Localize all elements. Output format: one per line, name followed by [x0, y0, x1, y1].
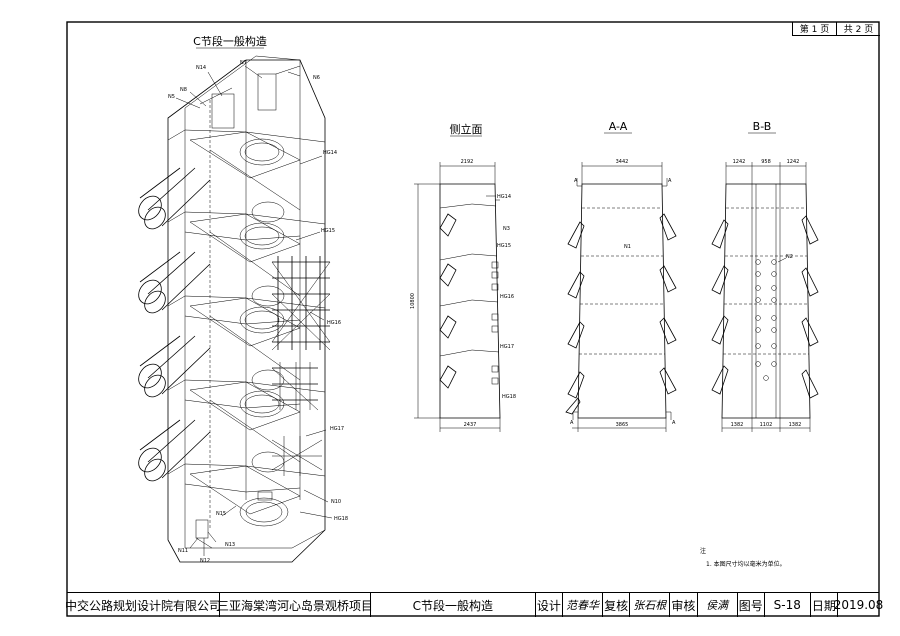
bb-dim-bottom-mid: 1102	[760, 422, 773, 428]
note-heading: 注	[700, 547, 706, 555]
iso-label-hg16: HG16	[327, 320, 341, 326]
section-bb-view: B-B 1242 958 1242	[711, 120, 819, 432]
side-elevation-view: 侧立面 2192	[410, 122, 516, 432]
iso-label-n7: N7	[240, 60, 247, 66]
iso-openings	[239, 138, 289, 527]
title-block: 中交公路规划设计院有限公司 三亚海棠湾河心岛景观桥项目 C节段一般构造 设计 范…	[65, 592, 884, 617]
page-counter: 第 1 页 共 2 页	[792, 22, 880, 36]
side-label-hg16: HG16	[500, 294, 514, 300]
design-signature: 范春华	[563, 593, 603, 617]
aa-anchors	[565, 213, 677, 415]
aa-cut-mark-4: A	[672, 420, 676, 426]
side-stiffeners	[491, 261, 499, 385]
iso-leaders	[175, 65, 333, 556]
aa-cut-mark-3: A	[570, 420, 574, 426]
note-line-1: 1. 本图尺寸均以毫米为单位。	[706, 560, 786, 568]
side-anchors	[439, 213, 457, 389]
bb-dim-bottom-left: 1382	[731, 422, 744, 428]
side-title: 侧立面	[450, 122, 483, 136]
iso-label-hg15: HG15	[321, 228, 335, 234]
iso-label-hg17: HG17	[330, 426, 344, 432]
iso-label-n6: N6	[313, 75, 320, 81]
bb-title: B-B	[753, 120, 772, 133]
bb-dim-top-right: 1242	[787, 159, 800, 165]
drawing-name: C节段一般构造	[371, 593, 536, 617]
iso-label-hg18: HG18	[334, 516, 348, 522]
iso-title: C节段一般构造	[193, 34, 267, 48]
side-label-hg14: HG14	[497, 194, 511, 200]
aa-dim-bottom: 3865	[616, 422, 629, 428]
aa-dim-top: 3442	[616, 159, 629, 165]
side-label-hg15: HG15	[497, 243, 511, 249]
drawing-note: 注 1. 本图尺寸均以毫米为单位。	[700, 547, 786, 568]
iso-stiffener-grid	[271, 256, 331, 476]
iso-label-hg14: HG14	[323, 150, 337, 156]
check-label: 复核	[603, 593, 631, 617]
bb-dim-bottom-right: 1382	[789, 422, 802, 428]
aa-cut-mark-1: A	[574, 178, 578, 184]
aa-cut-mark-2: A	[668, 178, 672, 184]
iso-label-n5: N5	[168, 94, 175, 100]
bb-dim-top-mid: 958	[761, 159, 771, 165]
aa-label-n1: N1	[624, 244, 631, 250]
drawing-number-label: 图号	[738, 593, 765, 617]
section-aa-view: A-A 3442 3865 N1 A A A	[565, 120, 677, 432]
design-label: 设计	[536, 593, 564, 617]
company-name: 中交公路规划设计院有限公司	[65, 593, 221, 617]
side-label-hg17: HG17	[500, 344, 514, 350]
drawing-number: S-18	[765, 593, 811, 617]
bb-label-n2: N2	[786, 254, 793, 260]
review-signature: 侯满	[698, 593, 738, 617]
iso-diaphragms	[189, 131, 301, 515]
project-name: 三亚海棠湾河心岛景观桥项目	[217, 593, 373, 617]
bb-dim-top-left: 1242	[733, 159, 746, 165]
iso-label-n15: N15	[216, 511, 226, 517]
bb-bolt-holes	[755, 259, 777, 381]
date-label: 日期	[811, 593, 838, 617]
side-label-hg18: HG18	[502, 394, 516, 400]
sheet-frame	[66, 21, 880, 617]
iso-section-frames	[167, 129, 326, 493]
side-label-n3: N3	[503, 226, 510, 232]
date-value: 2019.08	[833, 598, 884, 612]
aa-title: A-A	[609, 120, 628, 133]
review-label: 审核	[670, 593, 698, 617]
iso-anchor-tubes	[138, 167, 211, 482]
iso-top-plates	[195, 65, 301, 549]
iso-label-n12: N12	[200, 558, 210, 564]
iso-label-n8: N8	[180, 87, 187, 93]
side-dim-top: 2192	[461, 159, 474, 165]
bb-anchors	[711, 215, 819, 399]
check-signature: 张石根	[630, 593, 671, 617]
iso-label-n14: N14	[196, 65, 206, 71]
iso-label-n10: N10	[331, 499, 341, 505]
iso-labels: N5 N8 N14 N7 N6 HG14 HG15 HG16 HG17 N10 …	[168, 60, 348, 564]
iso-tower-outline	[167, 55, 326, 563]
page-total: 共 2 页	[843, 25, 874, 35]
side-dim-bottom: 2437	[464, 422, 477, 428]
side-dim-height: 10800	[410, 293, 416, 309]
page-current: 第 1 页	[793, 22, 837, 35]
isometric-view: C节段一般构造	[138, 34, 348, 564]
iso-label-n13: N13	[225, 542, 235, 548]
iso-label-n11: N11	[178, 548, 188, 554]
